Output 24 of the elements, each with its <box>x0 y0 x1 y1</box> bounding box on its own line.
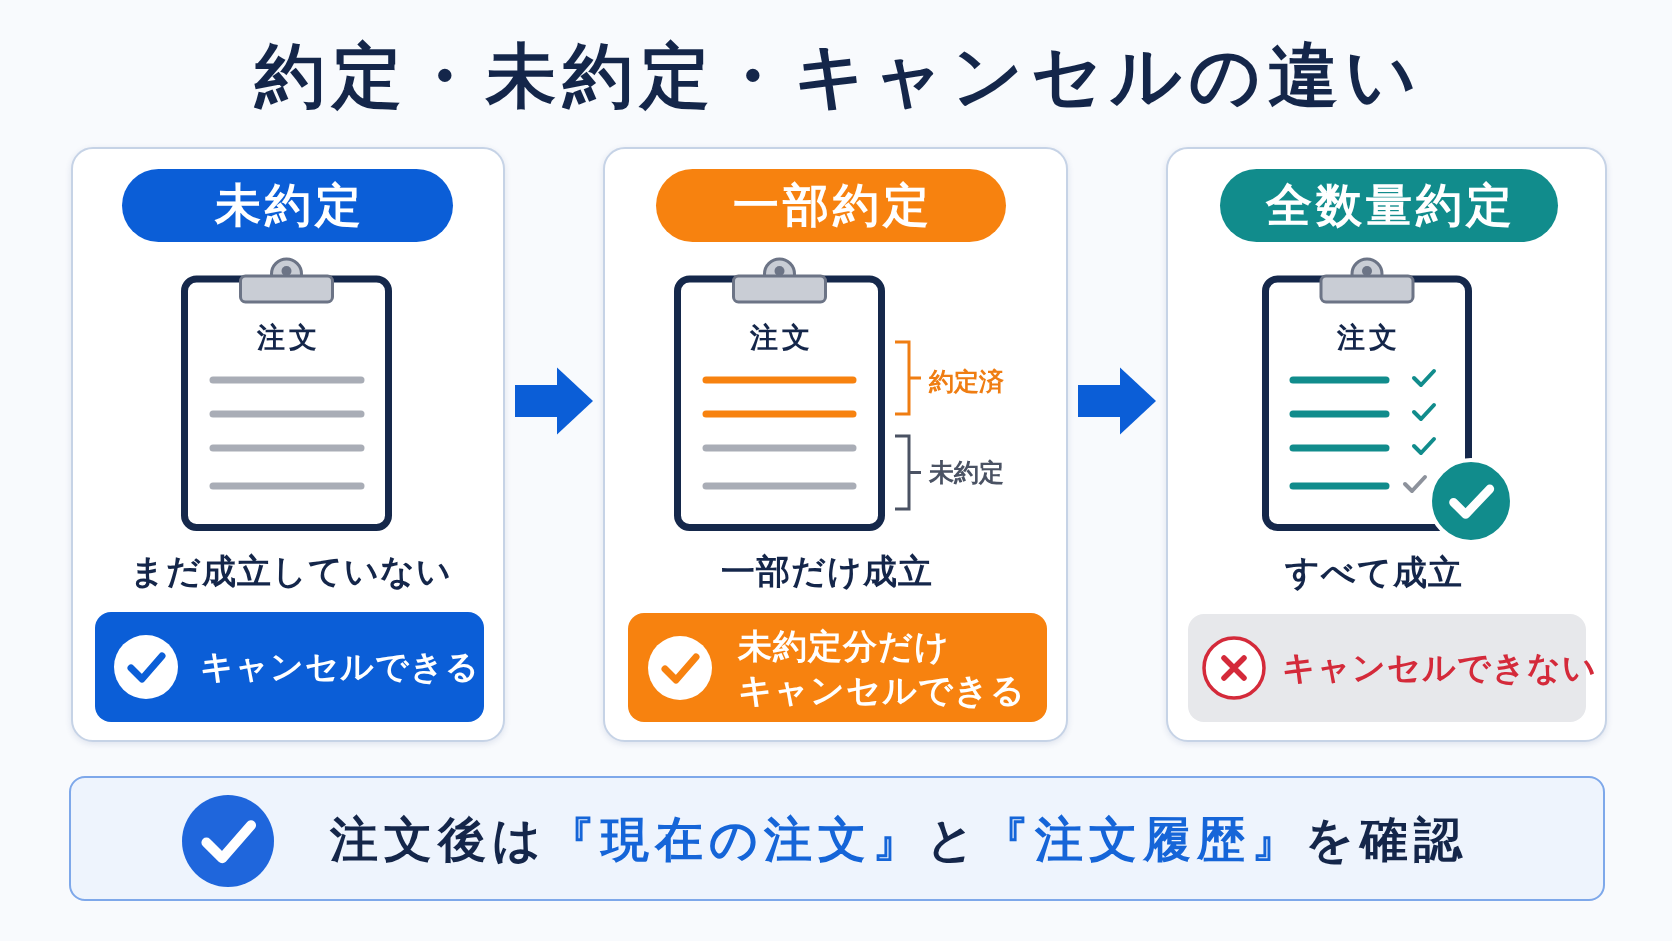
bracket-label: 未約定 <box>929 457 1004 489</box>
status-banner <box>628 613 1047 722</box>
status-banner <box>95 612 484 722</box>
bracket-label: 約定済 <box>929 366 1004 398</box>
arrow <box>1078 367 1156 435</box>
arrow <box>515 367 593 435</box>
panel-card <box>71 147 505 742</box>
panel-caption: 一部だけ成立 <box>721 550 933 593</box>
document-title: 注文 <box>748 320 814 356</box>
panel-caption: まだ成立していない <box>130 550 452 593</box>
document-title: 注文 <box>1336 320 1401 356</box>
status-text: 未約定分だけキャンセルできる <box>738 624 1026 712</box>
panel-caption: すべて成立 <box>1285 551 1463 594</box>
title: 約定・未約定・キャンセルの違い <box>253 34 1424 118</box>
status-text: キャンセルできない <box>1282 647 1597 689</box>
panel-card <box>1166 147 1607 742</box>
note-text: 注文後は『現在の注文』と『注文履歴』を確認 <box>330 809 1468 869</box>
heading-pill: 一部約定 <box>656 169 1006 242</box>
status-text: キャンセルできる <box>200 646 480 688</box>
heading-pill: 未約定 <box>122 169 453 242</box>
note-banner <box>69 776 1605 901</box>
panel-card <box>603 147 1068 742</box>
heading-pill: 全数量約定 <box>1220 169 1558 242</box>
document-title: 注文 <box>255 320 321 356</box>
